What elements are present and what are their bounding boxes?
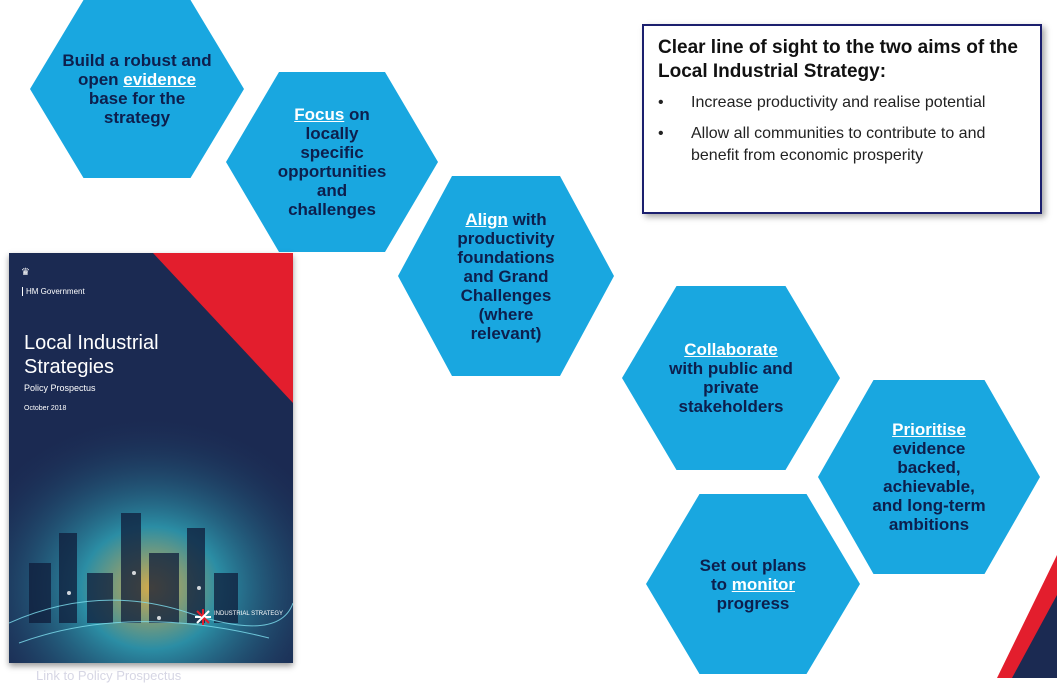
hex-text-post: evidence backed, achievable, and long-te… xyxy=(872,439,986,534)
hexagon-focus: Focus on locally specific opportunities … xyxy=(226,72,438,252)
hexagon-align: Align with productivity foundations and … xyxy=(398,176,614,376)
hex-text-post: base for the strategy xyxy=(88,89,186,127)
aims-item-text: Allow all communities to contribute to a… xyxy=(691,125,986,164)
hex-keyword-evidence[interactable]: evidence xyxy=(123,70,197,89)
hex-text-pre: Set out plans to xyxy=(699,555,807,594)
hexagon-monitor: Set out plans to monitor progress xyxy=(646,494,860,674)
aims-box: Clear line of sight to the two aims of t… xyxy=(642,24,1042,214)
hex-keyword-monitor[interactable]: monitor xyxy=(731,574,796,594)
cover-title: Local Industrial Strategies xyxy=(24,332,159,378)
bullet-icon: • xyxy=(658,94,664,111)
policy-prospectus-link[interactable]: Link to Policy Prospectus xyxy=(36,668,182,683)
hexagon-evidence: Build a robust and open evidence base fo… xyxy=(30,0,244,178)
report-cover-image[interactable]: ♛ HM Government Local Industrial Strateg… xyxy=(9,253,293,663)
aims-heading: Clear line of sight to the two aims of t… xyxy=(658,37,1018,82)
hex-text-post: progress xyxy=(716,593,790,613)
cover-red-triangle xyxy=(153,253,293,403)
hexagon-collaborate: Collaborate with public and private stak… xyxy=(622,286,840,470)
hex-keyword-prioritise[interactable]: Prioritise xyxy=(892,420,966,439)
bullet-icon: • xyxy=(658,125,664,142)
crown-crest-icon: ♛ xyxy=(21,267,30,278)
cover-subtitle: Policy Prospectus xyxy=(24,383,96,393)
hex-keyword-focus[interactable]: Focus xyxy=(294,105,345,124)
cover-badge: INDUSTRIAL STRATEGY xyxy=(214,611,284,617)
aims-item-text: Increase productivity and realise potent… xyxy=(691,94,986,111)
hex-text-pre: Build a robust and open xyxy=(62,51,212,89)
aims-item: • Allow all communities to contribute to … xyxy=(658,123,1028,167)
hex-text-post: with productivity foundations and Grand … xyxy=(457,209,555,343)
city-illustration xyxy=(9,413,293,663)
corner-decoration xyxy=(997,555,1057,678)
hexagon-prioritise: Prioritise evidence backed, achievable, … xyxy=(818,380,1040,574)
hex-keyword-align[interactable]: Align xyxy=(465,209,508,229)
cover-org: HM Government xyxy=(22,287,85,296)
industrial-strategy-logo-icon xyxy=(195,609,211,625)
aims-item: • Increase productivity and realise poten… xyxy=(658,92,1028,114)
hex-text-post: with public and private stakeholders xyxy=(669,359,793,416)
hex-keyword-collaborate[interactable]: Collaborate xyxy=(684,340,778,359)
cover-date: October 2018 xyxy=(24,405,67,412)
hex-text-post: on locally specific opportunities and ch… xyxy=(277,105,387,219)
aims-list: • Increase productivity and realise poten… xyxy=(658,92,1028,167)
